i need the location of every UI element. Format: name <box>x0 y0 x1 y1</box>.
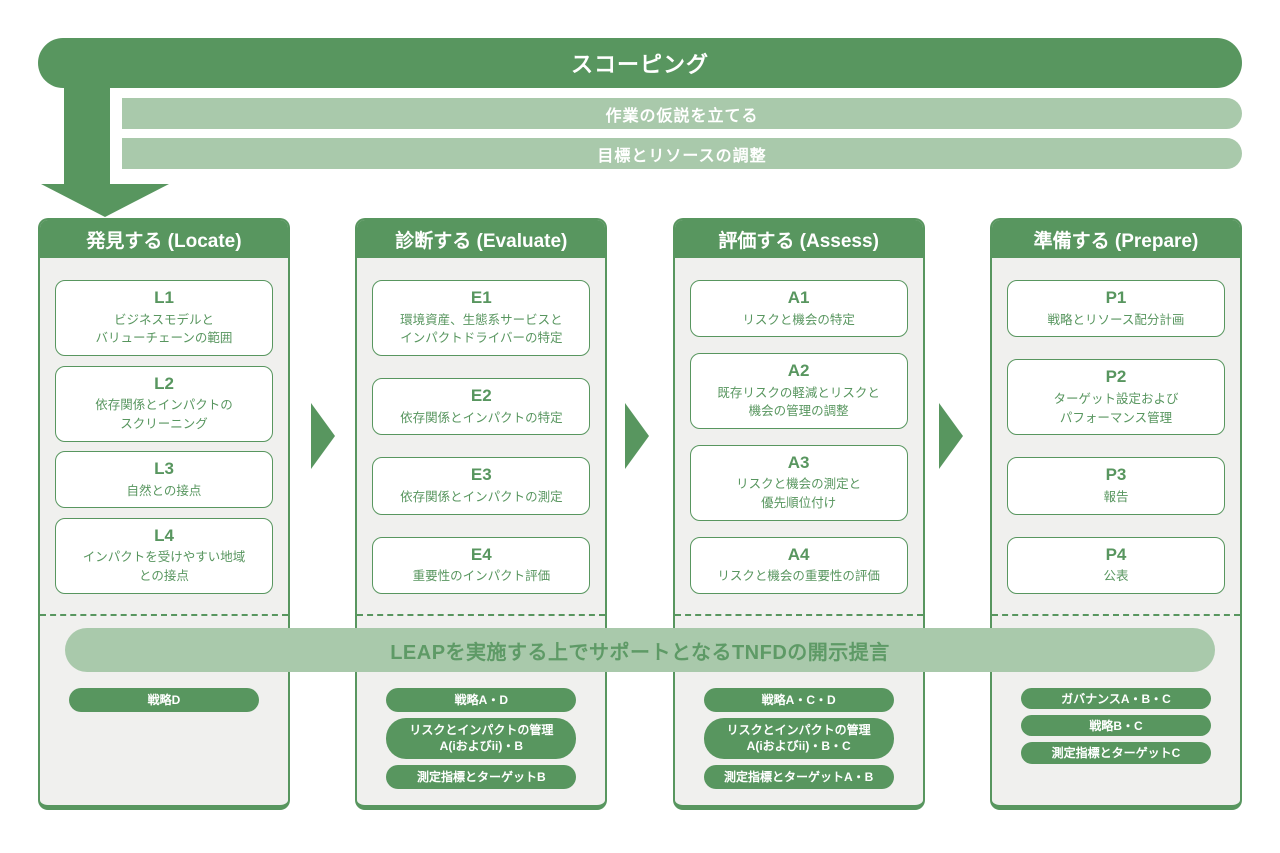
card-a4-code: A4 <box>787 544 810 564</box>
card-a1-text: リスクと機会の特定 <box>742 312 855 327</box>
column-evaluate-title: 診断する (Evaluate) <box>395 230 568 252</box>
pill-evaluate-risk-management: リスクとインパクトの管理 A(iおよびii)・B <box>386 718 577 759</box>
card-e4: E4 重要性のインパクト評価 <box>372 536 591 594</box>
column-prepare: 準備する (Prepare) P1 戦略とリソース配分計画 P2 ターゲット設定… <box>989 218 1242 810</box>
column-assess: 評価する (Assess) A1 リスクと機会の特定 A2 既存リスクの軽減とリ… <box>672 218 925 810</box>
card-p2-code: P2 <box>1105 367 1127 387</box>
column-assess-cards: A1 リスクと機会の特定 A2 既存リスクの軽減とリスクと 機会の管理の調整 A… <box>675 258 923 614</box>
dashed-divider <box>40 614 288 616</box>
card-a2-text: 既存リスクの軽減とリスクと 機会の管理の調整 <box>717 385 880 419</box>
card-a2-code: A2 <box>787 361 810 381</box>
pill-prepare-governance: ガバナンスA・B・C <box>1020 688 1211 710</box>
card-e3: E3 依存関係とインパクトの測定 <box>372 457 591 515</box>
card-l2-code: L2 <box>154 373 174 393</box>
column-evaluate-header: 診断する (Evaluate) <box>357 220 606 258</box>
card-e4-code: E4 <box>470 544 492 564</box>
card-p4: P4 公表 <box>1006 536 1225 594</box>
card-l2-text: 依存関係とインパクトの スクリーニング <box>95 398 233 431</box>
card-p1-code: P1 <box>1105 288 1127 307</box>
arrow-right-icon <box>939 403 963 469</box>
pill-assess-risk-management: リスクとインパクトの管理 A(iおよびii)・B・C <box>703 718 894 759</box>
card-e1: E1 環境資産、生態系サービスと インパクトドライバーの特定 <box>372 280 591 357</box>
card-e3-code: E3 <box>470 465 492 485</box>
dashed-divider <box>991 614 1240 616</box>
arrow-right-icon <box>625 403 649 469</box>
card-p2: P2 ターゲット設定および パフォーマンス管理 <box>1006 359 1225 436</box>
card-p1-text: 戦略とリソース配分計画 <box>1047 312 1185 327</box>
card-l3: L3 自然との接点 <box>55 451 273 509</box>
card-l4-code: L4 <box>154 525 174 545</box>
card-a1-code: A1 <box>787 288 810 307</box>
hypothesis-bar: 作業の仮説を立てる <box>122 98 1242 129</box>
card-e2-code: E2 <box>470 386 492 406</box>
card-p4-text: 公表 <box>1103 569 1129 584</box>
column-prepare-footer: ガバナンスA・B・C 戦略B・C 測定指標とターゲットC <box>992 616 1240 805</box>
scoping-bar: スコーピング <box>38 38 1242 88</box>
column-prepare-cards: P1 戦略とリソース配分計画 P2 ターゲット設定および パフォーマンス管理 P… <box>992 258 1240 614</box>
card-e2: E2 依存関係とインパクトの特定 <box>372 378 591 436</box>
column-prepare-title: 準備する (Prepare) <box>1033 230 1199 252</box>
card-l4: L4 インパクトを受けやすい地域 との接点 <box>55 517 273 594</box>
card-p3: P3 報告 <box>1006 457 1225 515</box>
pill-assess-metrics: 測定指標とターゲットA・B <box>703 764 894 789</box>
pill-assess-strategy: 戦略A・C・D <box>703 688 894 713</box>
card-e4-text: 重要性のインパクト評価 <box>412 569 551 584</box>
dashed-divider <box>674 614 923 616</box>
card-l4-text: インパクトを受けやすい地域 との接点 <box>82 550 246 584</box>
card-p4-code: P4 <box>1105 544 1127 564</box>
card-e1-code: E1 <box>470 288 492 307</box>
card-l1-code: L1 <box>154 288 174 307</box>
column-assess-footer: 戦略A・C・D リスクとインパクトの管理 A(iおよびii)・B・C 測定指標と… <box>675 616 923 805</box>
card-a3-text: リスクと機会の測定と 優先順位付け <box>736 477 862 511</box>
down-arrow-icon <box>41 184 169 217</box>
column-assess-header: 評価する (Assess) <box>674 220 923 258</box>
phase-columns: 発見する (Locate) L1 ビジネスモデルと バリューチェーンの範囲 L2… <box>38 218 1242 810</box>
card-l2: L2 依存関係とインパクトの スクリーニング <box>55 365 273 442</box>
column-evaluate: 診断する (Evaluate) E1 環境資産、生態系サービスと インパクトドラ… <box>355 218 608 810</box>
tnfd-disclosure-label: LEAPを実施する上でサポートとなるTNFDの開示提言 <box>390 641 890 664</box>
card-a3-code: A3 <box>787 452 810 472</box>
column-locate-footer: 戦略D <box>40 616 288 805</box>
pill-prepare-strategy: 戦略B・C <box>1020 715 1211 737</box>
card-a4-text: リスクと機会の重要性の評価 <box>717 569 880 584</box>
card-p3-text: 報告 <box>1103 489 1129 504</box>
card-a3: A3 リスクと機会の測定と 優先順位付け <box>689 444 908 521</box>
card-p1: P1 戦略とリソース配分計画 <box>1006 280 1225 338</box>
column-locate-header: 発見する (Locate) <box>40 220 288 258</box>
card-e1-text: 環境資産、生態系サービスと インパクトドライバーの特定 <box>400 312 563 346</box>
card-p3-code: P3 <box>1105 465 1127 485</box>
card-l3-text: 自然との接点 <box>126 483 202 498</box>
card-e2-text: 依存関係とインパクトの特定 <box>400 410 563 425</box>
pill-prepare-metrics: 測定指標とターゲットC <box>1020 742 1211 764</box>
pill-locate-strategy: 戦略D <box>69 688 259 713</box>
card-l1: L1 ビジネスモデルと バリューチェーンの範囲 <box>55 280 273 357</box>
column-locate-cards: L1 ビジネスモデルと バリューチェーンの範囲 L2 依存関係とインパクトの ス… <box>40 258 288 614</box>
goals-bar: 目標とリソースの調整 <box>122 138 1242 169</box>
card-l3-code: L3 <box>154 459 174 479</box>
column-prepare-header: 準備する (Prepare) <box>991 220 1240 258</box>
pill-evaluate-strategy: 戦略A・D <box>386 688 577 713</box>
scoping-label: スコーピング <box>570 52 709 77</box>
down-arrow-shaft <box>64 70 110 185</box>
column-evaluate-cards: E1 環境資産、生態系サービスと インパクトドライバーの特定 E2 依存関係とイ… <box>357 258 605 614</box>
card-a4: A4 リスクと機会の重要性の評価 <box>689 536 908 594</box>
column-locate-title: 発見する (Locate) <box>86 230 242 252</box>
goals-label: 目標とリソースの調整 <box>597 147 767 165</box>
column-locate: 発見する (Locate) L1 ビジネスモデルと バリューチェーンの範囲 L2… <box>38 218 290 810</box>
card-l1-text: ビジネスモデルと バリューチェーンの範囲 <box>95 312 233 346</box>
arrow-right-icon <box>311 403 335 469</box>
card-p2-text: ターゲット設定および パフォーマンス管理 <box>1053 391 1179 425</box>
tnfd-disclosure-bar: LEAPを実施する上でサポートとなるTNFDの開示提言 <box>65 628 1215 672</box>
card-a1: A1 リスクと機会の特定 <box>689 280 908 338</box>
card-a2: A2 既存リスクの軽減とリスクと 機会の管理の調整 <box>689 353 908 430</box>
card-e3-text: 依存関係とインパクトの測定 <box>400 489 563 504</box>
column-evaluate-footer: 戦略A・D リスクとインパクトの管理 A(iおよびii)・B 測定指標とターゲッ… <box>357 616 605 805</box>
column-assess-title: 評価する (Assess) <box>718 230 879 252</box>
pill-evaluate-metrics: 測定指標とターゲットB <box>386 764 577 789</box>
dashed-divider <box>357 614 606 616</box>
hypothesis-label: 作業の仮説を立てる <box>605 107 759 125</box>
